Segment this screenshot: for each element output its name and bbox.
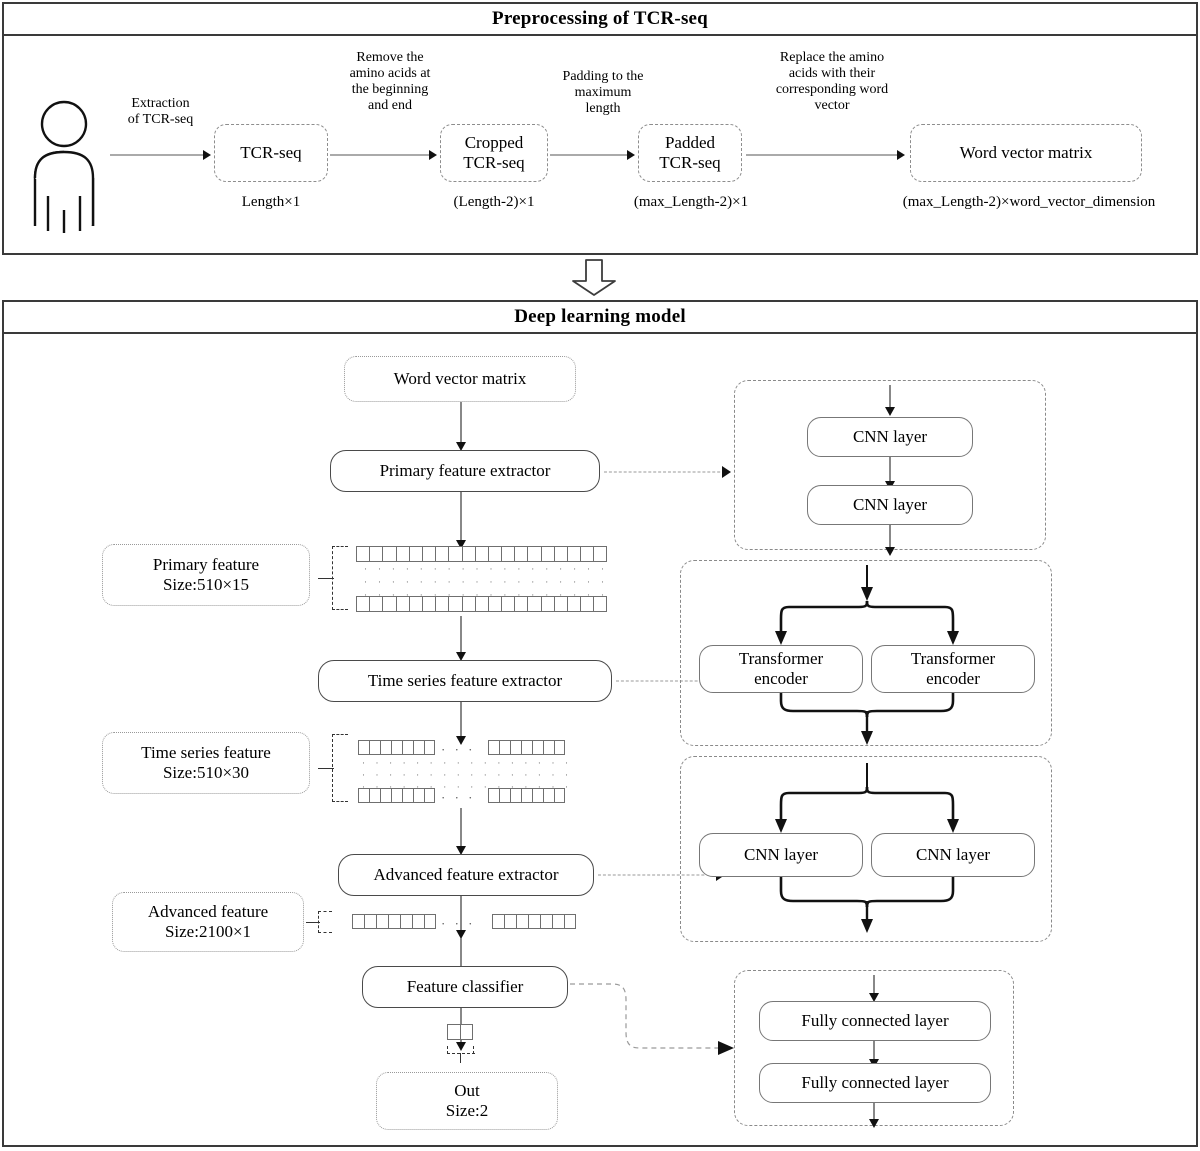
legend-primary-feature: Primary feature Size:510×15 [102, 544, 310, 606]
arrow-input-to-primary-extractor [455, 402, 467, 451]
advanced-feature-row-right [492, 914, 576, 929]
caption-word-vector-matrix: (max_Length-2)×word_vector_dimension [902, 194, 1156, 210]
bracket-tick-advanced-feature [306, 922, 320, 923]
block-cnn-layer-1[interactable]: CNN layer [807, 417, 973, 457]
model-header: Deep learning model [4, 302, 1196, 334]
arrow-label-extraction: Extraction of TCR-seq [127, 96, 194, 127]
time-series-hellipsis-top: · · · [441, 742, 476, 757]
arrow-label-remove-amino-acids: Remove the amino acids at the beginning … [349, 50, 431, 113]
node-feature-classifier[interactable]: Feature classifier [362, 966, 568, 1008]
arrow-g1-in [884, 385, 896, 416]
bracket-tick-primary-feature [318, 578, 334, 579]
output-bracket [447, 1053, 475, 1054]
bracket-advanced-feature [318, 911, 332, 933]
advanced-feature-hellipsis: · · · [441, 916, 476, 931]
output-bracket-right [473, 1046, 474, 1054]
block-cnn-layer-2[interactable]: CNN layer [807, 485, 973, 525]
caption-cropped-tcr-seq: (Length-2)×1 [453, 194, 535, 210]
advanced-feature-row-left [352, 914, 436, 929]
block-advanced-cnn-layer-1[interactable]: CNN layer [699, 833, 863, 877]
model-title: Deep learning model [514, 306, 686, 327]
block-advanced-cnn-layer-2[interactable]: CNN layer [871, 833, 1035, 877]
arrow-tcrseq-to-cropped [330, 150, 437, 160]
block-transformer-encoder-2[interactable]: Transformer encoder [871, 645, 1035, 693]
output-bracket-left [447, 1046, 448, 1054]
bracket-time-series-feature [332, 734, 348, 802]
primary-feature-ellipsis: ·················· ·················· ··… [364, 564, 604, 600]
connector-classifier-to-detail [564, 970, 744, 1066]
time-series-row-bottom-right [488, 788, 565, 803]
section-connector-arrow-icon [570, 259, 618, 297]
node-primary-feature-extractor[interactable]: Primary feature extractor [330, 450, 600, 492]
preprocessing-header: Preprocessing of TCR-seq [4, 4, 1196, 36]
arrow-padded-to-wordvector [746, 150, 905, 160]
primary-feature-row-bottom [356, 596, 607, 612]
node-word-vector-matrix: Word vector matrix [910, 124, 1142, 182]
node-tcr-seq: TCR-seq [214, 124, 328, 182]
legend-advanced-feature: Advanced feature Size:2100×1 [112, 892, 304, 952]
deep-learning-model-panel: Deep learning model Word vector matrix P… [2, 300, 1198, 1147]
arrow-person-to-tcrseq [110, 150, 211, 160]
time-series-row-top-right [488, 740, 565, 755]
preprocessing-panel: Preprocessing of TCR-seq Extraction of T… [2, 2, 1198, 255]
group-feature-classifier-detail: Fully connected layer Fully connected la… [734, 970, 1014, 1128]
branch-paths-transformer [681, 561, 1053, 747]
bracket-tick-time-series-feature [318, 768, 334, 769]
node-advanced-feature-extractor[interactable]: Advanced feature extractor [338, 854, 594, 896]
preprocessing-body: Extraction of TCR-seq TCR-seq Length×1 R… [4, 36, 1196, 253]
node-time-series-feature-extractor[interactable]: Time series feature extractor [318, 660, 612, 702]
output-bracket-stem [460, 1053, 461, 1063]
branch-paths-advanced-cnn [681, 757, 1053, 943]
time-series-row-top-left [358, 740, 435, 755]
arrow-g1-out [884, 525, 896, 556]
node-padded-tcr-seq: Padded TCR-seq [638, 124, 742, 182]
arrow-g4-in [868, 975, 880, 1002]
group-time-series-feature-extractor-detail: Transformer encoder Transformer encoder [680, 560, 1052, 746]
caption-padded-tcr-seq: (max_Length-2)×1 [633, 194, 749, 210]
group-advanced-feature-extractor-detail: CNN layer CNN layer [680, 756, 1052, 942]
block-fully-connected-layer-2[interactable]: Fully connected layer [759, 1063, 991, 1103]
primary-feature-row-top [356, 546, 607, 562]
preprocessing-title: Preprocessing of TCR-seq [492, 8, 708, 29]
time-series-ellipsis: ················ ················ ······… [362, 758, 568, 792]
arrow-time-extractor-to-feature [455, 702, 467, 745]
arrow-cropped-to-padded [550, 150, 635, 160]
node-cropped-tcr-seq: Cropped TCR-seq [440, 124, 548, 182]
time-series-row-bottom-left [358, 788, 435, 803]
time-series-hellipsis-bottom: · · · [441, 790, 476, 805]
arrow-label-replace-amino-acids: Replace the amino acids with their corre… [775, 50, 889, 113]
bracket-primary-feature [332, 546, 348, 610]
block-transformer-encoder-1[interactable]: Transformer encoder [699, 645, 863, 693]
model-body: Word vector matrix Primary feature extra… [4, 334, 1196, 1145]
output-cells [447, 1024, 474, 1040]
caption-tcr-seq: Length×1 [241, 194, 301, 210]
arrow-time-feature-to-advanced-extractor [455, 808, 467, 855]
arrow-primary-feature-to-time-extractor [455, 616, 467, 661]
node-word-vector-matrix-input: Word vector matrix [344, 356, 576, 402]
arrow-g4-out [868, 1103, 880, 1128]
connector-primary-extractor-to-detail [604, 465, 731, 479]
arrow-primary-extractor-to-feature [455, 492, 467, 549]
legend-time-series-feature: Time series feature Size:510×30 [102, 732, 310, 794]
group-primary-feature-extractor-detail: CNN layer CNN layer [734, 380, 1046, 556]
arrow-label-padding: Padding to the maximum length [562, 69, 644, 116]
person-icon [18, 98, 110, 233]
node-output: Out Size:2 [376, 1072, 558, 1130]
block-fully-connected-layer-1[interactable]: Fully connected layer [759, 1001, 991, 1041]
